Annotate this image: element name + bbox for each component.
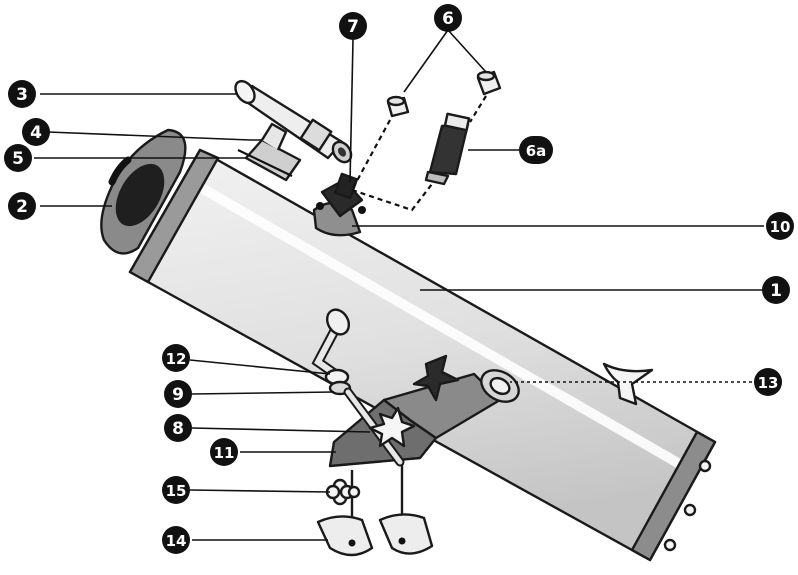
leg-bracket-right bbox=[378, 513, 434, 555]
callout-label: 7 bbox=[347, 17, 359, 37]
callout-label: 6a bbox=[526, 142, 547, 160]
callout-1: 1 bbox=[762, 276, 790, 304]
callout-14: 14 bbox=[162, 526, 190, 554]
callout-11: 11 bbox=[210, 438, 238, 466]
callout-4: 4 bbox=[22, 118, 50, 146]
barlow-lens bbox=[424, 112, 471, 186]
counterweight-knob bbox=[602, 362, 654, 406]
slow-motion-cable bbox=[311, 308, 351, 386]
callout-label: 8 bbox=[172, 419, 184, 439]
callout-15: 15 bbox=[162, 476, 190, 504]
callout-label: 5 bbox=[12, 149, 24, 169]
leg-bracket-left bbox=[316, 515, 374, 557]
finder-bracket bbox=[237, 122, 302, 182]
callout-7: 7 bbox=[339, 12, 367, 40]
callout-label: 3 bbox=[16, 85, 28, 105]
leader-lines bbox=[34, 29, 764, 541]
callout-10: 10 bbox=[766, 212, 794, 240]
tripod-mount bbox=[316, 462, 434, 557]
callout-8: 8 bbox=[164, 414, 192, 442]
callout-2: 2 bbox=[8, 192, 36, 220]
callout-9: 9 bbox=[164, 380, 192, 408]
ra-clamp-knob bbox=[412, 354, 460, 402]
focuser bbox=[316, 172, 366, 218]
callout-5: 5 bbox=[4, 144, 32, 172]
callout-label: 9 bbox=[172, 385, 184, 405]
telescope-tube bbox=[128, 148, 717, 562]
callout-label: 12 bbox=[166, 350, 187, 368]
callout-label: 6 bbox=[442, 9, 454, 29]
callout-12: 12 bbox=[162, 344, 190, 372]
callout-label: 11 bbox=[214, 444, 235, 462]
callout-6: 6 bbox=[434, 4, 462, 32]
callout-label: 1 bbox=[770, 281, 782, 301]
latitude-knob bbox=[368, 406, 416, 448]
callout-label: 14 bbox=[166, 532, 187, 550]
callout-13: 13 bbox=[754, 368, 782, 396]
eyepiece-small bbox=[386, 95, 410, 118]
eyepiece-large bbox=[476, 70, 502, 96]
callout-label: 2 bbox=[16, 197, 28, 217]
dec-axis-collar bbox=[480, 369, 520, 403]
callout-label: 10 bbox=[770, 218, 791, 236]
callout-label: 13 bbox=[758, 374, 779, 392]
callout-6a: 6a bbox=[519, 136, 553, 164]
callout-3: 3 bbox=[8, 80, 36, 108]
dust-cap bbox=[100, 128, 187, 255]
callout-label: 15 bbox=[166, 482, 187, 500]
callout-label: 4 bbox=[30, 123, 42, 143]
rear-end-ring bbox=[630, 430, 717, 562]
finder-scope bbox=[234, 79, 353, 164]
locking-knob bbox=[325, 478, 361, 506]
